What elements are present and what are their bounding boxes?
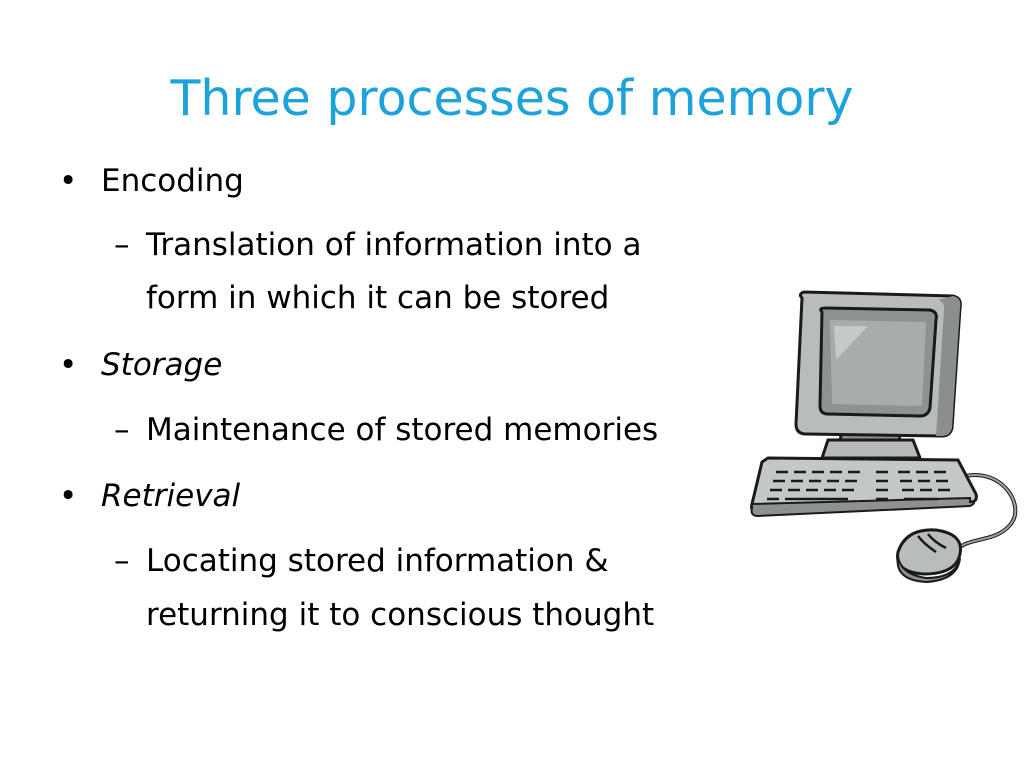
- bullet-label: Encoding: [101, 163, 244, 199]
- sub-bullet-dash-icon: –: [114, 412, 130, 448]
- monitor: [794, 290, 962, 438]
- keyboard: [750, 456, 978, 518]
- sub-bullet-dash-icon: –: [114, 543, 130, 579]
- sub-bullet-text: Translation of information into a: [146, 227, 642, 263]
- bullet-encoding: • Encoding: [59, 157, 244, 206]
- sub-bullet-encoding-line-2: form in which it can be stored: [146, 274, 609, 323]
- bullet-dot-icon: •: [59, 163, 78, 199]
- bullet-storage: • Storage: [59, 341, 223, 390]
- sub-bullet-retrieval-line-2: returning it to conscious thought: [146, 591, 654, 640]
- bullet-label: Retrieval: [101, 478, 241, 514]
- sub-bullet-retrieval-line-1: – Locating stored information &: [114, 537, 609, 586]
- desktop-computer-icon: [750, 290, 1018, 584]
- sub-bullet-text: form in which it can be stored: [146, 280, 610, 316]
- sub-bullet-dash-icon: –: [114, 227, 130, 263]
- sub-bullet-text: returning it to conscious thought: [146, 597, 655, 633]
- bullet-retrieval: • Retrieval: [59, 472, 241, 521]
- sub-bullet-storage-line-1: – Maintenance of stored memories: [114, 406, 659, 455]
- bullet-label: Storage: [101, 347, 223, 383]
- sub-bullet-text: Locating stored information &: [146, 543, 609, 579]
- sub-bullet-text: Maintenance of stored memories: [146, 412, 659, 448]
- bullet-dot-icon: •: [59, 478, 78, 514]
- bullet-dot-icon: •: [59, 347, 78, 383]
- slide-title: Three processes of memory: [170, 70, 854, 127]
- sub-bullet-encoding-line-1: – Translation of information into a: [114, 221, 642, 270]
- mouse-icon: [896, 528, 962, 584]
